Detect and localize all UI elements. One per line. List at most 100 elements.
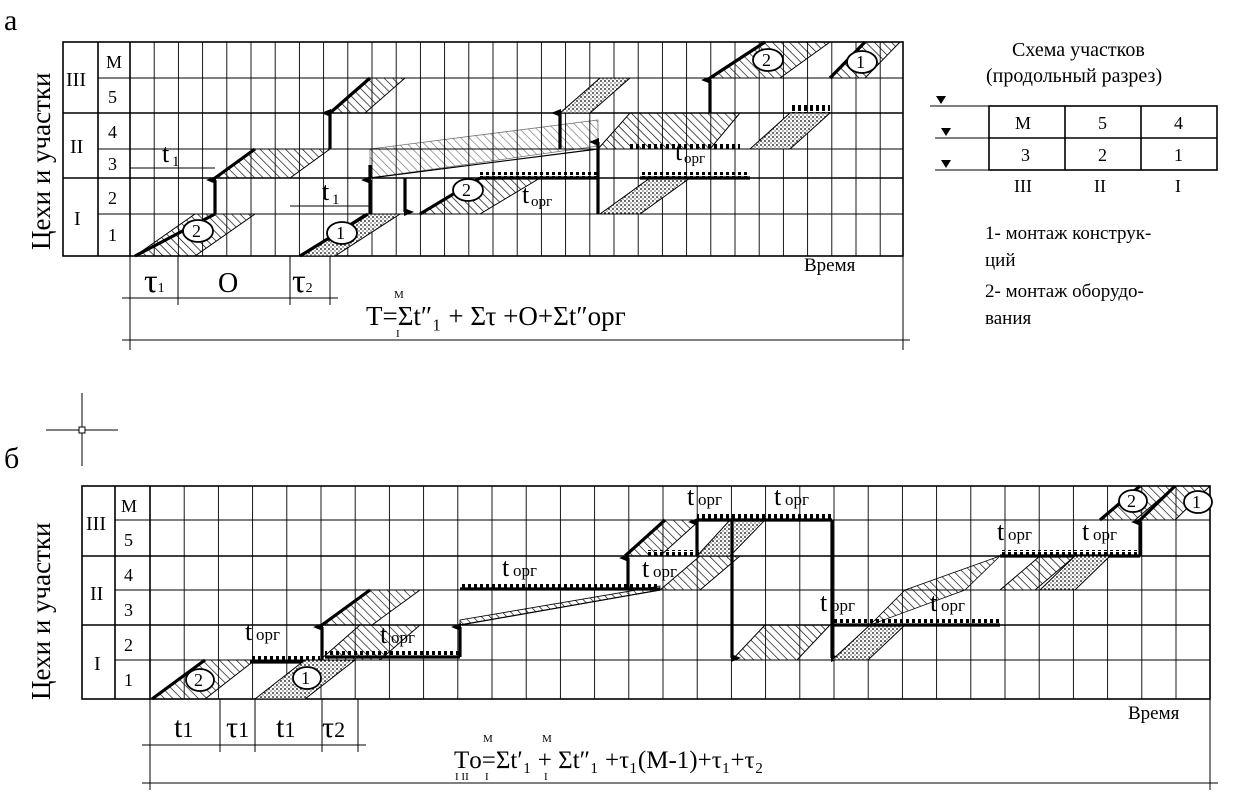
schema-cell: 4 — [1174, 113, 1183, 133]
flow-badge-2: 2 — [182, 219, 214, 243]
schema-cell: 3 — [1021, 145, 1030, 165]
row-label-1: 1 — [108, 225, 117, 245]
panel-b-shop-labels: III II I — [86, 513, 106, 675]
shop-label-i: I — [74, 208, 81, 230]
flow-badge-1: 1 — [292, 666, 322, 690]
schema-col-label: II — [1094, 176, 1106, 196]
svg-text:t: t — [380, 620, 388, 649]
svg-text:1: 1 — [336, 223, 345, 243]
shop-label-ii: II — [90, 583, 103, 605]
svg-text:М: М — [394, 289, 404, 301]
svg-text:t: t — [930, 588, 938, 617]
svg-text:2: 2 — [762, 50, 771, 70]
svg-text:орг: орг — [941, 596, 965, 615]
schema-title-line1: Схема участков — [1012, 39, 1145, 61]
panel-a-letter: а — [4, 4, 17, 37]
row-label-3: 3 — [124, 600, 133, 620]
panel-a-dimensions: τ1 О τ2 М T=Σt″₁ + Στ +О+Σt″орг I — [122, 256, 910, 350]
svg-text:орг: орг — [653, 562, 677, 581]
schema-title-line2: (продольный разрез) — [986, 65, 1162, 87]
schema-col-label: III — [1014, 176, 1032, 196]
shop-label-iii: III — [66, 69, 86, 91]
svg-text:орг: орг — [698, 490, 722, 509]
svg-text:Tо=Σt′₁ + Σt″₁ +τ₁(М-1)+τ₁+τ₂: Tо=Σt′₁ + Σt″₁ +τ₁(М-1)+τ₁+τ₂ — [454, 747, 763, 774]
interval-tau2: τ2 — [292, 263, 313, 300]
interval-tau1: τ1 — [226, 711, 249, 744]
svg-text:t: t — [687, 482, 695, 511]
svg-text:орг: орг — [684, 151, 705, 167]
schema-cell: М — [1015, 113, 1031, 133]
legend-item-1-cont: ций — [985, 250, 1016, 271]
interval-tau2: τ2 — [322, 711, 345, 744]
row-label-2: 2 — [108, 188, 117, 208]
row-label-4: 4 — [108, 122, 117, 142]
svg-text:I: I — [396, 328, 400, 340]
panel-a-row-labels: М 5 4 3 2 1 — [106, 52, 122, 245]
svg-text:1: 1 — [856, 52, 865, 72]
panel-a-axis-title: Цехи и участки — [26, 73, 56, 250]
svg-text:орг: орг — [256, 625, 280, 644]
svg-text:орг: орг — [1093, 525, 1117, 544]
flow-badge-2: 2 — [185, 668, 215, 692]
shop-label-ii: II — [70, 136, 83, 158]
schema-col-label: I — [1175, 176, 1181, 196]
svg-text:t: t — [162, 139, 170, 168]
svg-text:t: t — [245, 617, 253, 646]
svg-text:t: t — [820, 588, 828, 617]
flow-badge-2: 2 — [452, 178, 484, 202]
flow-badge-1: 1 — [326, 221, 358, 245]
schema-cell: 2 — [1098, 145, 1107, 165]
shop-label-i: I — [94, 653, 101, 675]
svg-text:t: t — [502, 553, 510, 582]
panel-b-time-label: Время — [1128, 703, 1180, 724]
panel-a-badges: 2 1 2 2 1 — [182, 48, 878, 245]
svg-text:орг: орг — [513, 561, 537, 580]
svg-text:t: t — [774, 482, 782, 511]
interval-t1: t1 — [174, 711, 193, 744]
legend-item-2-cont: вания — [985, 308, 1031, 329]
svg-text:t: t — [1082, 517, 1090, 546]
svg-text:2: 2 — [194, 670, 203, 690]
svg-text:1: 1 — [172, 154, 180, 170]
row-label-3: 3 — [108, 154, 117, 174]
svg-text:t: t — [997, 517, 1005, 546]
svg-text:2: 2 — [1127, 491, 1136, 511]
svg-text:орг: орг — [391, 628, 415, 647]
svg-text:t: t — [522, 180, 530, 209]
legend-item-1: 1- монтаж конструк- — [985, 223, 1151, 244]
svg-text:2: 2 — [192, 221, 201, 241]
panel-b-letter: б — [4, 442, 19, 475]
panel-a-shop-labels: III II I — [66, 69, 86, 230]
row-label-1: 1 — [124, 670, 133, 690]
svg-text:t: t — [642, 554, 650, 583]
svg-text:М: М — [483, 733, 493, 745]
interval-o: О — [218, 268, 238, 299]
row-label-5: 5 — [108, 87, 117, 107]
panel-a-time-label: Время — [804, 255, 856, 276]
row-label-4: 4 — [124, 565, 133, 585]
row-label-m: М — [121, 496, 137, 516]
panel-b-dimensions: t1 τ1 t1 τ2 М М Tо=Σt′₁ + Σt″₁ +τ₁(М-1)+… — [142, 699, 1218, 790]
crosshair-mark — [46, 393, 118, 466]
level-marks — [930, 96, 989, 171]
schema-cell: 5 — [1098, 113, 1107, 133]
flow-badge-2: 2 — [1118, 489, 1148, 513]
svg-text:T=Σt″₁ + Στ +О+Σt″орг: T=Σt″₁ + Στ +О+Σt″орг — [366, 301, 626, 331]
legend-item-2: 2- монтаж оборудо- — [985, 281, 1144, 302]
svg-text:I: I — [544, 771, 548, 783]
svg-text:I: I — [485, 771, 489, 783]
svg-text:I II: I II — [455, 771, 469, 783]
schema-legend: 1- монтаж конструк- ций 2- монтаж оборуд… — [985, 223, 1151, 329]
